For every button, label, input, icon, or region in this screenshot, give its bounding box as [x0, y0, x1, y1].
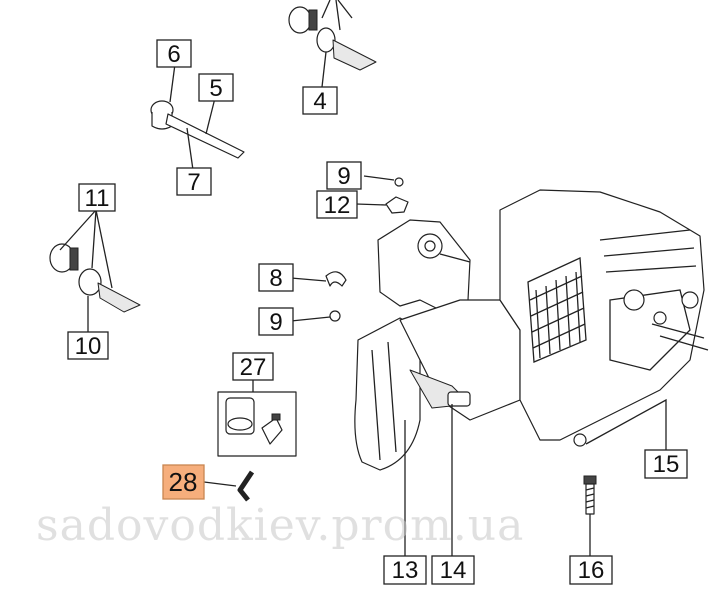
- callout-label-9-mid: 9: [269, 309, 282, 336]
- part-28-hose[interactable]: [203, 470, 255, 502]
- callout-11[interactable]: 11: [78, 183, 116, 212]
- callout-label-12: 12: [324, 192, 351, 219]
- callout-label-8: 8: [269, 265, 282, 292]
- part-9-12-screw-nut[interactable]: [355, 175, 409, 214]
- callout-14[interactable]: 14: [431, 555, 475, 585]
- callout-label-6: 6: [167, 41, 180, 68]
- callout-label-7: 7: [187, 169, 200, 196]
- callout-15[interactable]: 15: [644, 449, 688, 479]
- part-27-filter-kit[interactable]: [217, 378, 297, 457]
- callout-7[interactable]: 7: [176, 167, 212, 196]
- callout-label-16: 16: [578, 557, 605, 584]
- callout-label-28: 28: [169, 467, 198, 497]
- callout-16[interactable]: 16: [569, 555, 613, 585]
- callout-27[interactable]: 27: [232, 352, 274, 381]
- callout-8[interactable]: 8: [258, 263, 294, 292]
- callout-5[interactable]: 5: [198, 73, 234, 102]
- part-10-11-cap-assembly[interactable]: [49, 209, 141, 332]
- part-8-9-small-parts[interactable]: [290, 271, 347, 322]
- callout-label-4: 4: [313, 88, 326, 115]
- callout-9-mid[interactable]: 9: [258, 307, 294, 336]
- callout-9-top[interactable]: 9: [326, 161, 362, 190]
- callout-10[interactable]: 10: [67, 331, 109, 360]
- callout-label-15: 15: [653, 451, 680, 478]
- callout-6[interactable]: 6: [156, 39, 192, 68]
- callout-label-10: 10: [75, 333, 102, 360]
- callout-12[interactable]: 12: [316, 190, 358, 219]
- part-16-bolt[interactable]: [583, 475, 597, 556]
- callout-13[interactable]: 13: [383, 555, 427, 585]
- cooling-grille: [527, 257, 587, 363]
- main-crankcase-housing[interactable]: [354, 189, 709, 556]
- callout-label-11: 11: [85, 185, 110, 212]
- callout-28[interactable]: 28: [162, 464, 205, 500]
- callout-4[interactable]: 4: [302, 86, 338, 115]
- part-4-cap-assembly[interactable]: [288, 0, 377, 88]
- callout-label-27: 27: [240, 354, 267, 381]
- callout-label-9-top: 9: [337, 163, 350, 190]
- callout-label-14: 14: [440, 557, 467, 584]
- watermark-text: sadovodkiev.prom.ua: [36, 500, 524, 551]
- callout-label-5: 5: [209, 75, 222, 102]
- part-6-5-7-oil-pickup[interactable]: [150, 63, 245, 171]
- callout-label-13: 13: [392, 557, 419, 584]
